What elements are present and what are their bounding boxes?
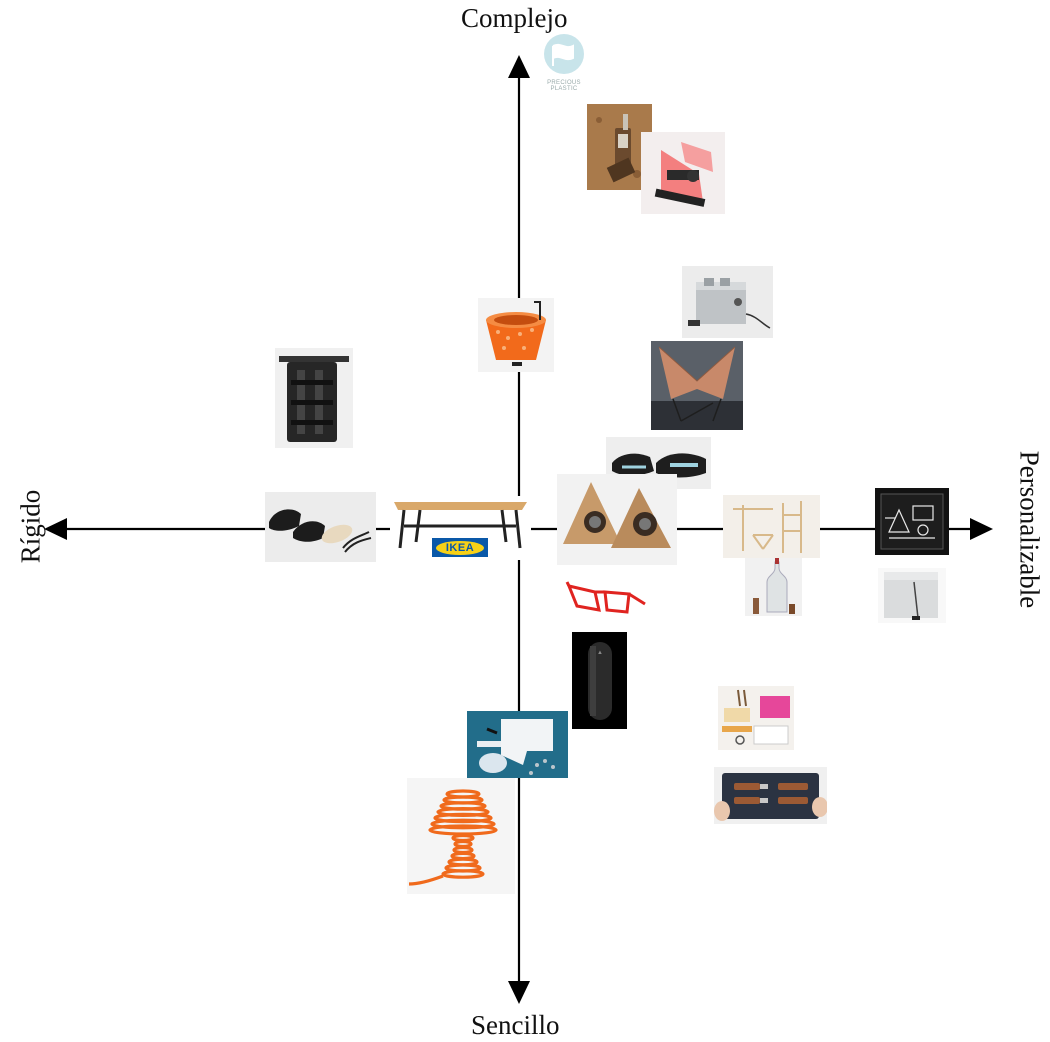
toaster-photo	[682, 266, 773, 338]
ikea-logo: IKEA	[432, 538, 488, 557]
orange-basket-photo	[478, 298, 554, 372]
up-arrow-icon	[508, 55, 530, 78]
black-cylinder-photo: ▲	[572, 632, 627, 729]
axis-label-bottom: Sencillo	[471, 1010, 560, 1040]
left-arrow-icon	[44, 518, 67, 540]
butterfly-chair-photo	[651, 341, 743, 430]
ikea-logo-oval: IKEA	[436, 540, 484, 555]
circuit-box-photo	[875, 488, 949, 555]
black-shoes-sandal-photo	[265, 492, 376, 562]
grey-cube-photo	[878, 568, 946, 623]
axis-label-top: Complejo	[461, 3, 568, 33]
axis-label-right: Personalizable	[1014, 450, 1045, 609]
precious-plastic-text: PRECIOUS PLASTIC	[547, 80, 581, 92]
red-machine-render	[641, 132, 725, 214]
black-harness-photo	[275, 348, 353, 448]
blue-kit-photo	[467, 711, 568, 778]
svg-text:▲: ▲	[597, 650, 603, 656]
bottle-lamp-photo	[745, 558, 802, 616]
down-arrow-icon	[508, 981, 530, 1004]
axis-label-left: Rígido	[15, 489, 46, 564]
cardboard-speakers-photo	[557, 474, 677, 565]
ikea-logo-text: IKEA	[445, 541, 475, 554]
orange-lamp-photo	[407, 778, 515, 894]
precious-plastic-logo: PRECIOUS PLASTIC	[539, 32, 589, 104]
stationery-kit-photo	[718, 686, 794, 750]
leather-case-photo	[714, 767, 827, 824]
ikea-table-photo: IKEA	[390, 496, 531, 560]
wooden-frame-photo	[723, 495, 820, 558]
red-glasses-photo	[565, 580, 647, 616]
right-arrow-icon	[970, 518, 993, 540]
